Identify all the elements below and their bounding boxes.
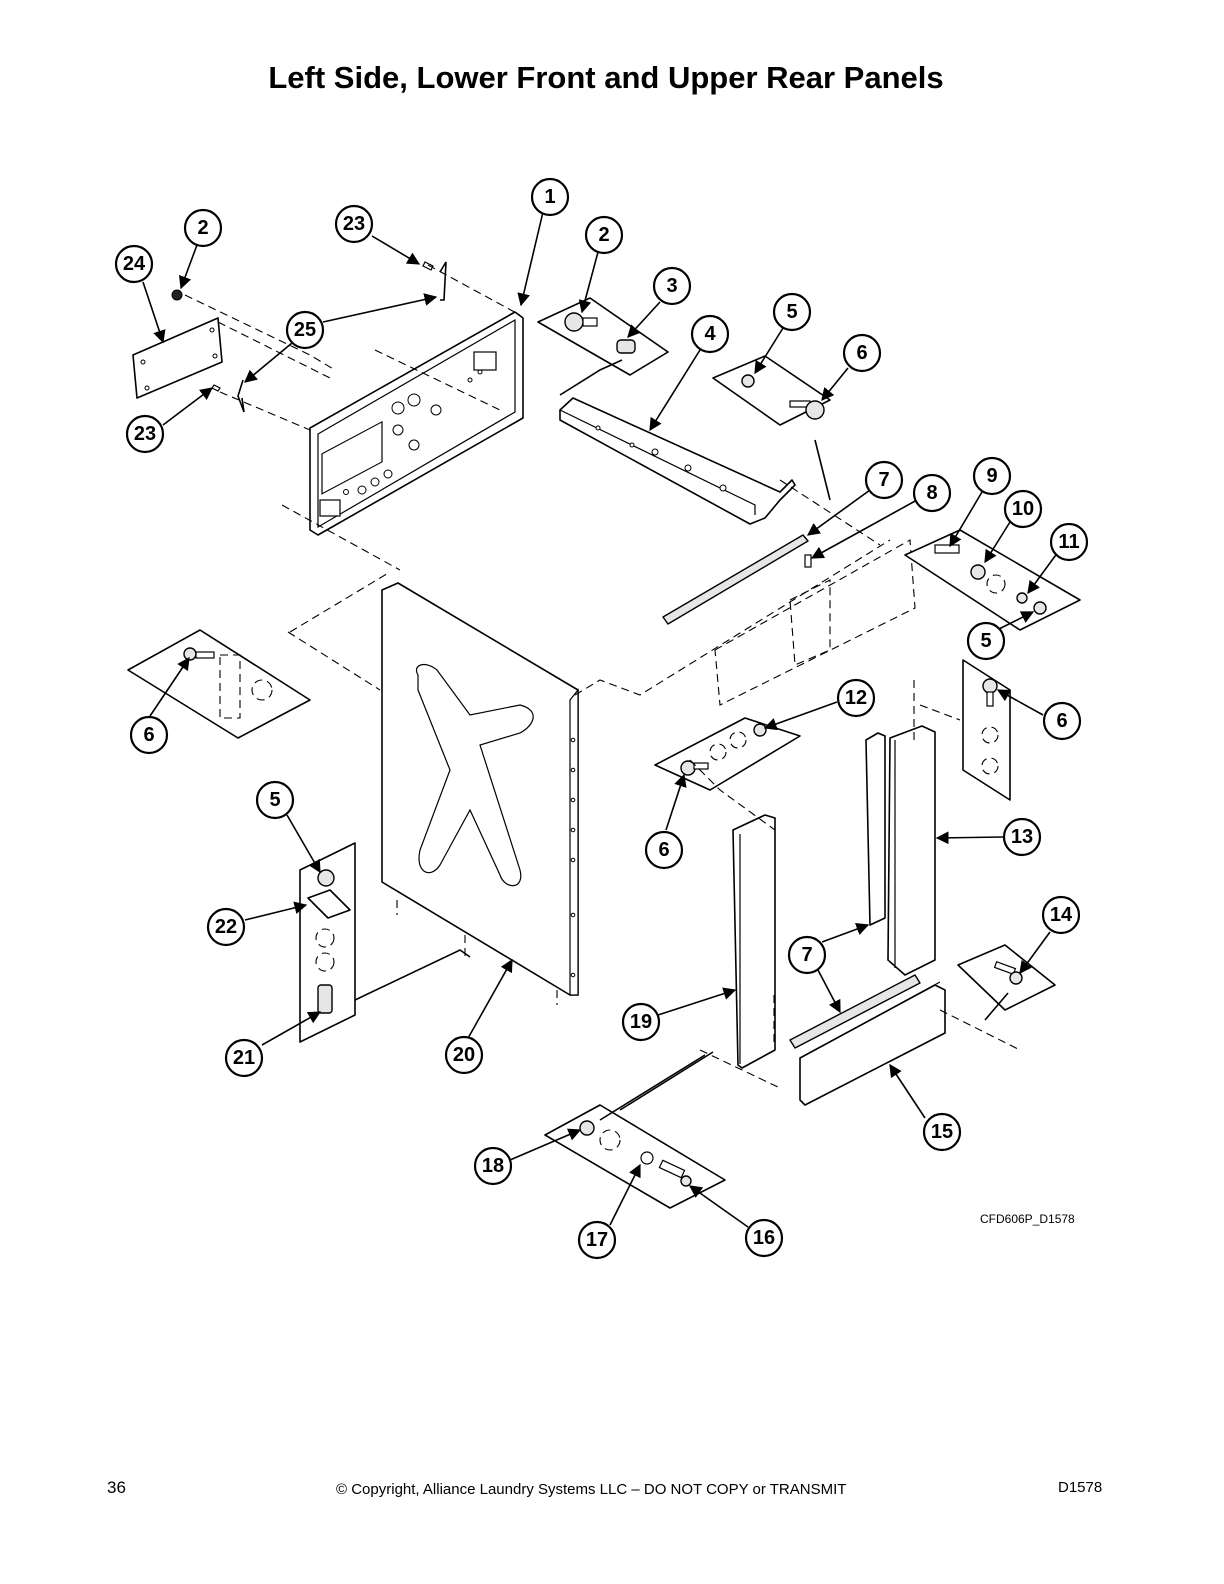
svg-text:22: 22 xyxy=(215,916,237,938)
svg-text:5: 5 xyxy=(269,789,280,811)
svg-text:20: 20 xyxy=(453,1044,475,1066)
dashed-bracket-assembly xyxy=(714,539,916,706)
bracket xyxy=(559,397,796,525)
callout-15: 15 xyxy=(922,1112,962,1152)
svg-text:9: 9 xyxy=(986,465,997,487)
svg-text:1: 1 xyxy=(544,186,555,208)
svg-text:3: 3 xyxy=(666,275,677,297)
svg-text:24: 24 xyxy=(123,253,146,275)
callout-23-left: 23 xyxy=(125,414,165,454)
upper-strip xyxy=(662,534,809,625)
callout-10: 10 xyxy=(1003,489,1043,529)
hardware-inset-12-6 xyxy=(654,717,801,791)
callout-7: 7 xyxy=(864,460,904,500)
callout-4: 4 xyxy=(690,314,730,354)
callout-5-right: 5 xyxy=(966,621,1006,661)
front-upright xyxy=(732,814,776,1069)
svg-text:15: 15 xyxy=(931,1121,953,1143)
callout-5: 5 xyxy=(772,292,812,332)
svg-text:7: 7 xyxy=(878,469,889,491)
svg-text:2: 2 xyxy=(197,217,208,239)
svg-text:4: 4 xyxy=(704,323,716,345)
svg-text:21: 21 xyxy=(233,1047,255,1069)
svg-text:10: 10 xyxy=(1012,498,1034,520)
callout-6-mid: 6 xyxy=(644,830,684,870)
callout-6-left: 6 xyxy=(129,715,169,755)
callout-2-left: 2 xyxy=(183,208,223,248)
hardware-inset-right-6 xyxy=(962,659,1011,801)
svg-text:6: 6 xyxy=(1056,710,1067,732)
svg-text:23: 23 xyxy=(134,423,156,445)
cover-plate xyxy=(132,317,223,399)
drawing-code: CFD606P_D1578 xyxy=(980,1212,1075,1226)
callout-9: 9 xyxy=(972,456,1012,496)
callout-1: 1 xyxy=(530,177,570,217)
small-hardware xyxy=(171,261,447,413)
callout-3: 3 xyxy=(652,266,692,306)
page-number: 36 xyxy=(107,1478,126,1497)
callout-24: 24 xyxy=(114,244,154,284)
hardware-inset-18-17-16 xyxy=(544,1104,726,1209)
hardware-inset-9-10-11 xyxy=(904,529,1081,631)
leader-lines xyxy=(142,211,1059,1228)
callout-13: 13 xyxy=(1002,817,1042,857)
svg-text:5: 5 xyxy=(786,301,797,323)
callout-25: 25 xyxy=(285,310,325,350)
svg-text:6: 6 xyxy=(856,342,867,364)
callout-7-lower: 7 xyxy=(787,935,827,975)
right-channel xyxy=(865,725,936,976)
svg-text:6: 6 xyxy=(143,724,154,746)
callout-11: 11 xyxy=(1049,522,1089,562)
svg-text:6: 6 xyxy=(658,839,669,861)
svg-text:2: 2 xyxy=(598,224,609,246)
callout-23-top: 23 xyxy=(334,204,374,244)
svg-text:5: 5 xyxy=(980,630,991,652)
svg-text:23: 23 xyxy=(343,213,365,235)
svg-text:11: 11 xyxy=(1058,531,1079,553)
svg-text:14: 14 xyxy=(1050,904,1073,926)
callout-18: 18 xyxy=(473,1146,513,1186)
hardware-inset-2-3 xyxy=(537,297,669,376)
svg-text:16: 16 xyxy=(753,1227,775,1249)
callout-14: 14 xyxy=(1041,895,1081,935)
callout-21: 21 xyxy=(224,1038,264,1078)
svg-text:12: 12 xyxy=(845,687,867,709)
svg-text:19: 19 xyxy=(630,1011,652,1033)
callout-20: 20 xyxy=(444,1035,484,1075)
hardware-inset-left-6 xyxy=(127,629,311,739)
svg-text:18: 18 xyxy=(482,1155,504,1177)
document-id: D1578 xyxy=(1058,1479,1103,1496)
svg-text:7: 7 xyxy=(801,944,812,966)
copyright-notice: © Copyright, Alliance Laundry Systems LL… xyxy=(336,1481,847,1498)
svg-text:13: 13 xyxy=(1011,826,1033,848)
callout-22: 22 xyxy=(206,907,246,947)
hardware-inset-5-22-21 xyxy=(299,842,356,1043)
callout-17: 17 xyxy=(577,1220,617,1260)
callout-19: 19 xyxy=(621,1002,661,1042)
callout-2: 2 xyxy=(584,215,624,255)
upper-rear-panel xyxy=(309,311,524,536)
callout-16: 16 xyxy=(744,1218,784,1258)
svg-text:25: 25 xyxy=(294,319,316,341)
callout-12: 12 xyxy=(836,678,876,718)
callout-5-lower: 5 xyxy=(255,780,295,820)
callout-8: 8 xyxy=(912,473,952,513)
left-side-panel xyxy=(381,582,579,996)
callout-6-right: 6 xyxy=(1042,701,1082,741)
hardware-inset-5-6 xyxy=(712,355,831,426)
lower-front-panel xyxy=(789,974,946,1106)
svg-text:8: 8 xyxy=(926,482,937,504)
assembly-lines xyxy=(184,264,1021,1121)
hardware-inset-14 xyxy=(957,944,1056,1011)
svg-text:17: 17 xyxy=(586,1229,608,1251)
callout-6: 6 xyxy=(842,333,882,373)
page-title: Left Side, Lower Front and Upper Rear Pa… xyxy=(268,60,944,95)
